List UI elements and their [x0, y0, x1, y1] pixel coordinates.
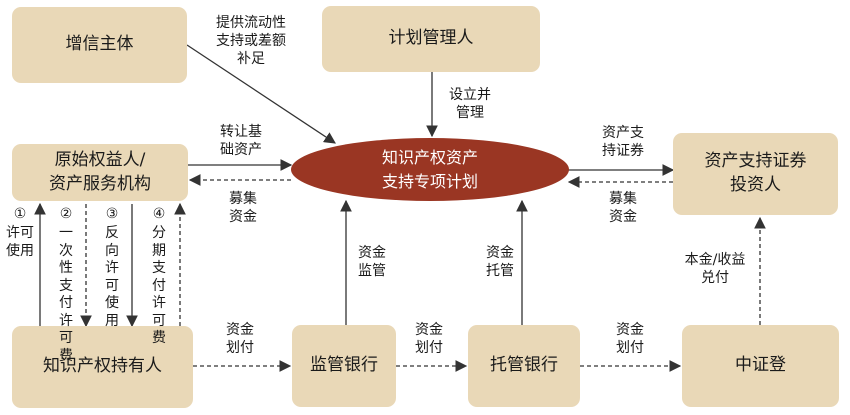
- node-csdc: 中证登: [682, 325, 839, 407]
- license-step-1-num: ①: [13, 206, 27, 222]
- label-raise-funds-left: 募集 资金: [229, 191, 257, 226]
- license-step-1-label: 许可使用: [6, 225, 34, 259]
- node-originator: 原始权益人/ 资产服务机构: [12, 144, 188, 201]
- label-raise-funds-right: 募集 资金: [609, 191, 637, 226]
- label-transfer-funds-2: 资金 划付: [415, 322, 443, 357]
- node-plan-manager: 计划管理人: [322, 6, 540, 72]
- label-abs-securities: 资产支 持证券: [602, 125, 644, 160]
- license-step-3-text: 反向许可使用: [105, 225, 119, 329]
- license-step-2-text: 一次性支付许可费: [59, 225, 73, 364]
- label-establish-manage: 设立并 管理: [449, 87, 491, 122]
- label-fund-supervision: 资金 监管: [358, 245, 386, 280]
- node-investors: 资产支持证券 投资人: [673, 133, 838, 215]
- license-step-2-num: ②: [59, 206, 73, 222]
- license-step-3-num: ③: [105, 206, 119, 222]
- arrow-credit-support: [186, 44, 336, 144]
- license-step-1-text: 许可使用: [4, 225, 36, 260]
- label-transfer-funds-3: 资金 划付: [616, 322, 644, 357]
- label-credit-support: 提供流动性 支持或差额 补足: [216, 15, 286, 68]
- node-custodian-bank: 托管银行: [468, 325, 580, 407]
- node-credit-subject: 增信主体: [12, 7, 187, 83]
- license-step-4-num: ④: [152, 206, 166, 222]
- node-special-plan: 知识产权资产 支持专项计划: [291, 138, 569, 201]
- license-step-4-text: 分期支付许可费: [152, 225, 166, 346]
- label-transfer-funds-1: 资金 划付: [226, 322, 254, 357]
- node-supervising-bank: 监管银行: [292, 325, 396, 407]
- node-ip-holder: 知识产权持有人: [12, 326, 193, 408]
- label-fund-custody: 资金 托管: [486, 245, 514, 280]
- label-transfer-assets: 转让基 础资产: [220, 124, 262, 159]
- label-principal-payout: 本金/收益 兑付: [684, 252, 746, 287]
